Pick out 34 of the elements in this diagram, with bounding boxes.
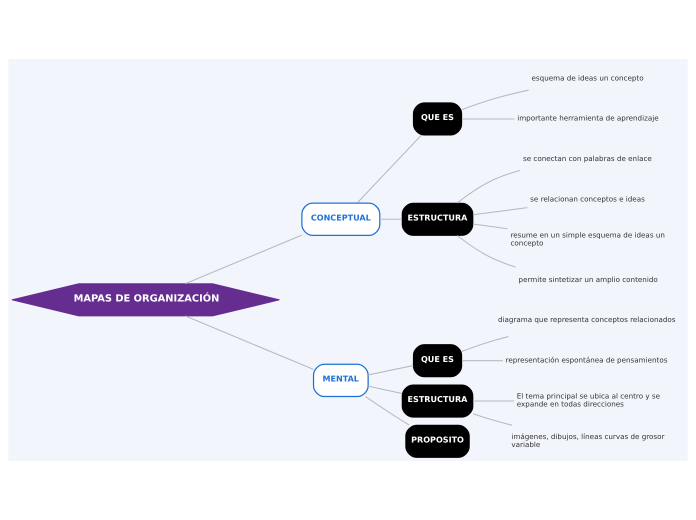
connector <box>472 413 512 426</box>
connector <box>462 360 503 362</box>
node-text: representación espontánea de pensamientos <box>506 355 668 364</box>
connector <box>185 234 302 284</box>
connector <box>456 235 516 268</box>
connector <box>368 386 402 394</box>
node-text: imágenes, dibujos, líneas curvas de grosor variable <box>511 432 664 450</box>
node-text: se conectan con palabras de enlace <box>523 154 652 163</box>
connector <box>185 316 314 370</box>
connector <box>472 400 514 402</box>
node-box: ESTRUCTURA <box>402 384 474 418</box>
node-box: MENTAL <box>312 364 369 398</box>
node-box: PROPOSITO <box>405 424 470 458</box>
connector <box>368 365 414 376</box>
node-text: importante herramienta de aprendizaje <box>517 114 659 123</box>
node-text: permite sintetizar un amplio contenido <box>518 274 658 284</box>
node-text: se relacionan conceptos e ideas <box>530 194 645 204</box>
connector <box>472 207 528 216</box>
connector <box>462 336 509 352</box>
connector <box>365 396 410 426</box>
connector <box>456 170 520 204</box>
node-box: ESTRUCTURA <box>402 202 474 236</box>
connector <box>380 218 402 220</box>
node-text: resume en un simple esquema de ideas un concepto <box>510 230 665 248</box>
connector <box>472 223 508 230</box>
connector <box>462 90 529 110</box>
node-text: esquema de ideas un concepto <box>532 73 644 82</box>
node-text: diagrama que representa conceptos relacionados <box>498 315 676 324</box>
connector <box>462 118 514 120</box>
node-box: QUE ES <box>412 344 462 378</box>
connector <box>357 134 422 204</box>
node-text: El tema principal se ubica al centro y se expande en todas direcciones <box>516 392 660 409</box>
node-box: QUE ES <box>412 102 462 136</box>
node-box: CONCEPTUAL <box>301 202 380 236</box>
